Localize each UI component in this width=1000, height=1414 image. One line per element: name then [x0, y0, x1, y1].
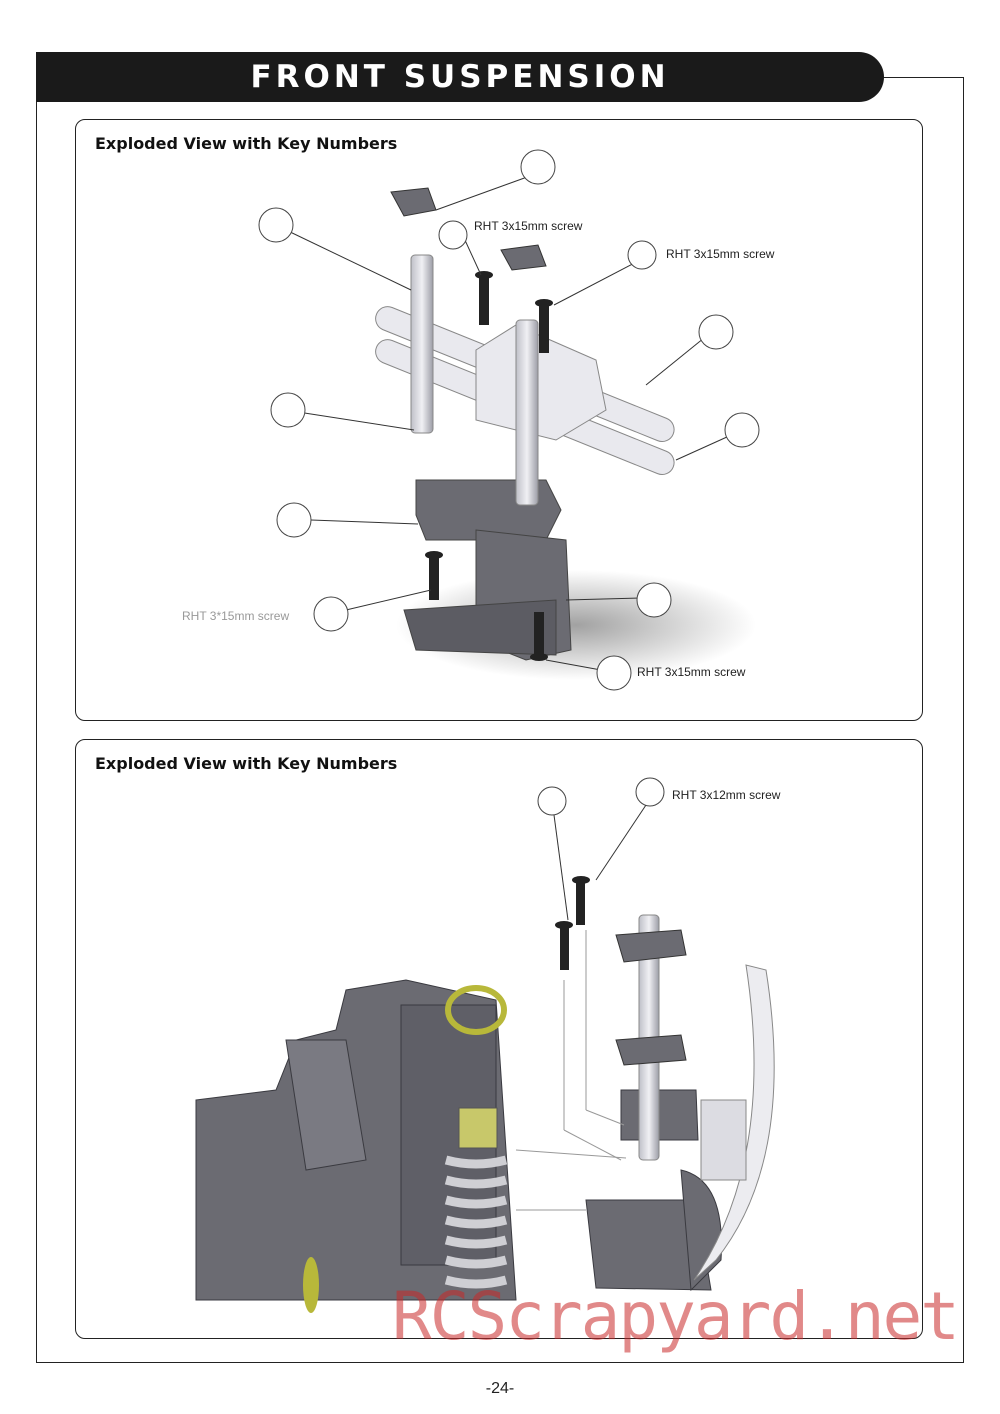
- panel-2-title: Exploded View with Key Numbers: [95, 754, 398, 773]
- shock-post-left: [410, 254, 434, 434]
- exploded-view-panel-1: Exploded View with Key Numbers: [75, 119, 923, 721]
- leader-lines: [285, 171, 739, 671]
- panel-1-title: Exploded View with Key Numbers: [95, 134, 398, 153]
- page-title: FRONT SUSPENSION: [250, 59, 670, 95]
- shock-mount-top-1: [390, 187, 437, 217]
- exploded-diagram-2: RHT 3x12mm screw: [195, 777, 781, 1313]
- page-number: -24-: [485, 1380, 515, 1397]
- front-bumper: [693, 964, 775, 1281]
- leader-lines: [553, 804, 647, 921]
- screws: [555, 876, 590, 970]
- wheel-hub-yellow: [303, 1257, 319, 1313]
- callout-right-screw: RHT 3x15mm screw: [666, 247, 775, 261]
- callout-left-screw: RHT 3*15mm screw: [182, 609, 289, 623]
- shock-spring: [444, 1155, 508, 1289]
- exploded-diagram-1: RHT 3x15mm screw RHT 3x15mm screw RHT 3*…: [182, 149, 775, 691]
- key-number-circles: [258, 149, 760, 691]
- assembly-guide-lines: [515, 930, 627, 1211]
- callout-top-screw: RHT 3x12mm screw: [672, 788, 781, 802]
- shock-collar: [445, 985, 507, 1035]
- callout-bottom-screw: RHT 3x15mm screw: [637, 665, 746, 679]
- shock-mount-top-2: [500, 244, 547, 271]
- header-bar: FRONT SUSPENSION: [36, 52, 884, 102]
- shock-post-right: [515, 319, 539, 506]
- key-number-circles: [537, 777, 665, 816]
- callout-top-screw: RHT 3x15mm screw: [474, 219, 583, 233]
- screws: [425, 271, 553, 661]
- watermark: RCScrapyard.net: [392, 1278, 960, 1355]
- shock-mounts: [615, 929, 687, 1066]
- bumper-mount: [700, 1099, 747, 1181]
- shock-body-yellow: [458, 1107, 498, 1149]
- exploded-view-panel-2: Exploded View with Key Numbers: [75, 739, 923, 1339]
